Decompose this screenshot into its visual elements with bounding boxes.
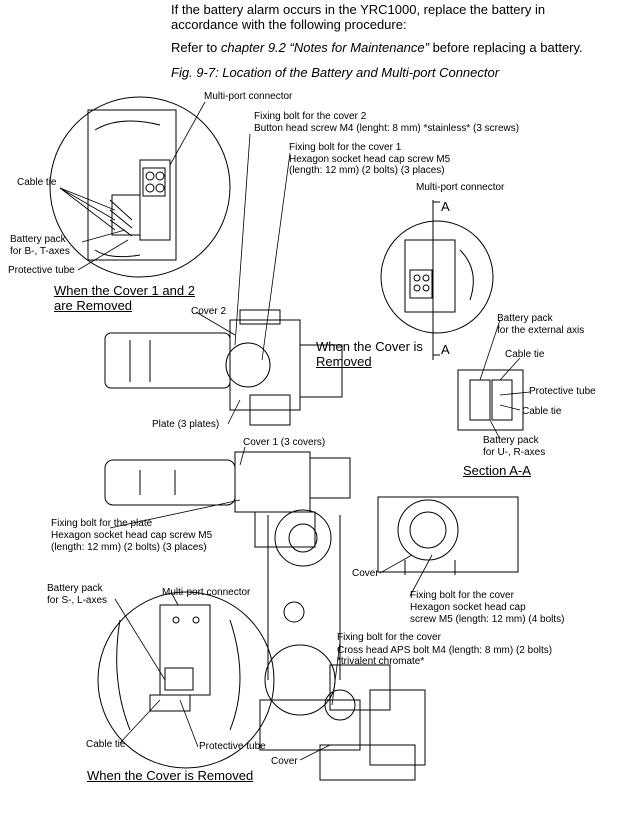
detail-circle-ur xyxy=(380,200,494,360)
label-removed-cover-b: Removed xyxy=(316,354,372,369)
label-removed-12-b: are Removed xyxy=(54,298,133,313)
label-multiport-top: Multi-port connector xyxy=(204,91,293,102)
label-protective-bottom: Protective tube xyxy=(199,741,266,752)
label-battery-sl-b: for S-, L-axes xyxy=(47,595,108,606)
label-multiport-right: Multi-port connector xyxy=(416,182,505,193)
refer-suffix: before replacing a battery. xyxy=(428,40,583,55)
label-protective-left: Protective tube xyxy=(8,265,75,276)
label-section-a-top: A xyxy=(441,199,450,214)
label-removed-12-a: When the Cover 1 and 2 xyxy=(54,283,195,298)
label-fix-plate-b: Hexagon socket head cap screw M5 xyxy=(51,530,213,541)
label-removed-cover-a: When the Cover is xyxy=(316,339,423,354)
label-cable-tie-r1: Cable tie xyxy=(505,349,545,360)
label-cover-bottom: Cover xyxy=(271,756,298,767)
label-protective-right: Protective tube xyxy=(529,386,596,397)
cover-view-right xyxy=(377,496,519,575)
label-cover2: Cover 2 xyxy=(191,306,227,317)
figure-caption: Fig. 9-7: Location of the Battery and Mu… xyxy=(171,65,500,80)
forearm-view xyxy=(104,451,351,548)
label-fix-cover2-b: Button head screw M4 (lenght: 8 mm) *sta… xyxy=(254,123,520,134)
label-battery-ur-a: Battery pack xyxy=(483,435,539,446)
detail-circle-bt xyxy=(49,96,231,278)
refer-prefix: Refer to xyxy=(171,40,221,55)
label-battery-sl-a: Battery pack xyxy=(47,583,103,594)
label-cover-mid: Cover xyxy=(352,568,379,579)
intro-line-1: If the battery alarm occurs in the YRC10… xyxy=(171,2,546,17)
label-multiport-bottom: Multi-port connector xyxy=(162,587,251,598)
label-removed-bottom: When the Cover is Removed xyxy=(87,768,254,783)
label-cable-tie-bottom: Cable tie xyxy=(86,739,126,750)
label-cable-tie-left: Cable tie xyxy=(17,177,57,188)
label-fix-plate-c: (length: 12 mm) (2 bolts) (3 places) xyxy=(51,542,207,553)
label-fix-cover-b-b: Cross head APS bolt M4 (length: 8 mm) (2… xyxy=(337,645,553,656)
label-fix-plate-a: Fixing bolt for the plate xyxy=(51,518,153,529)
label-battery-ext-a: Battery pack xyxy=(497,313,553,324)
label-fix-cover2-a: Fixing bolt for the cover 2 xyxy=(254,111,367,122)
label-section-aa: Section A-A xyxy=(463,463,531,478)
label-section-a-bottom: A xyxy=(441,342,450,357)
upper-arm-view xyxy=(104,309,343,426)
label-fix-cover1-b: Hexagon socket head cap screw M5 xyxy=(289,154,451,165)
label-fix-cover1-c: (length: 12 mm) (2 bolts) (3 places) xyxy=(289,165,445,176)
label-fix-cover-r-b: Hexagon socket head cap xyxy=(410,602,526,613)
label-fix-cover-b-a: Fixing bolt for the cover xyxy=(337,632,441,643)
label-fix-cover-r-a: Fixing bolt for the cover xyxy=(410,590,514,601)
chapter-link[interactable]: chapter 9.2 “Notes for Maintenance” xyxy=(220,40,429,55)
label-battery-bt-b: for B-, T-axes xyxy=(10,246,70,257)
intro-line-2: accordance with the following procedure: xyxy=(171,17,407,32)
detail-circle-sl xyxy=(97,591,275,769)
label-cable-tie-r2: Cable tie xyxy=(522,406,562,417)
label-battery-ext-b: for the external axis xyxy=(497,325,585,336)
label-fix-cover-r-c: screw M5 (length: 12 mm) (4 bolts) xyxy=(410,614,565,625)
label-battery-bt-a: Battery pack xyxy=(10,234,66,245)
intro-refer: Refer to chapter 9.2 “Notes for Maintena… xyxy=(171,40,583,55)
label-cover1: Cover 1 (3 covers) xyxy=(243,437,326,448)
label-battery-ur-b: for U-, R-axes xyxy=(483,447,546,458)
label-fix-cover1-a: Fixing bolt for the cover 1 xyxy=(289,142,402,153)
label-plate: Plate (3 plates) xyxy=(152,419,220,430)
label-fix-cover-b-c: *trivalent chromate* xyxy=(337,656,425,667)
leader-lines xyxy=(59,101,531,761)
